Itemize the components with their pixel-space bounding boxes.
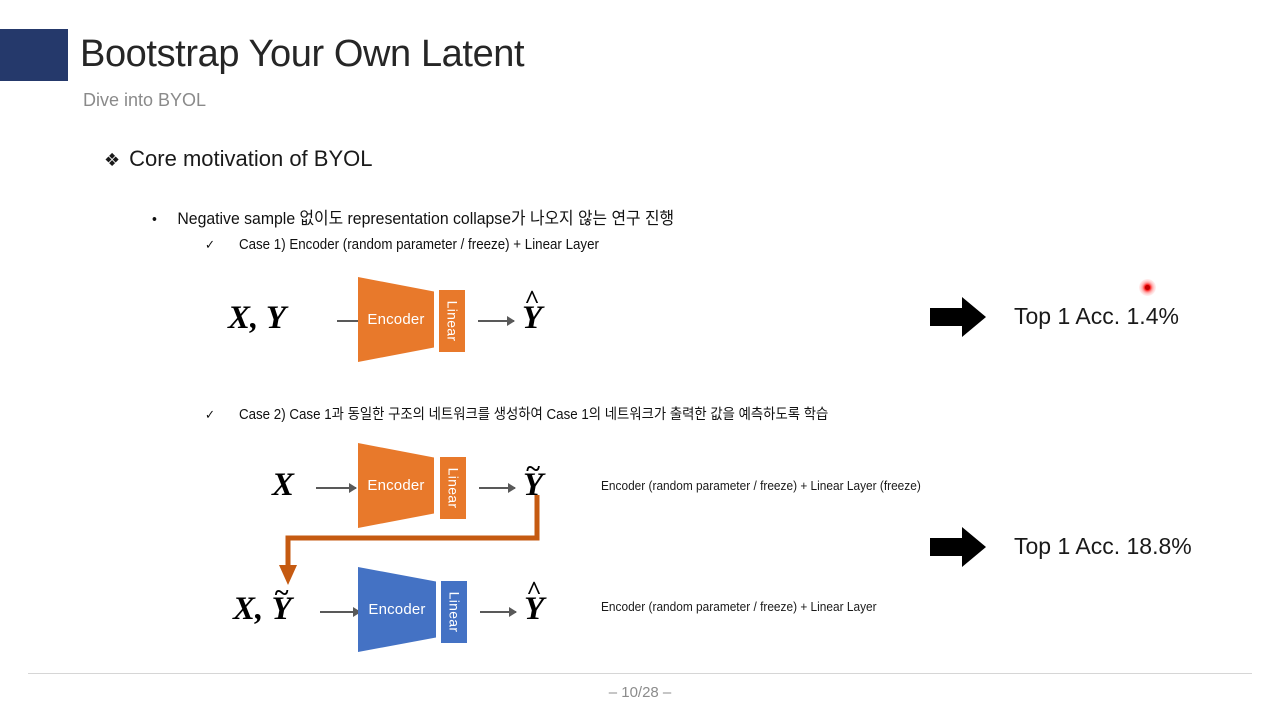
tilde-accent-icon: ~ — [526, 453, 540, 484]
bullet-item-negative-sample: • Negative sample 없이도 representation col… — [152, 204, 674, 229]
bullet-item-label: Negative sample 없이도 representation colla… — [177, 209, 675, 228]
result-case2-text: Top 1 Acc. 18.8% — [1014, 533, 1192, 559]
diagram-case2-teacher-input-label: X — [272, 467, 295, 503]
diagram-case2-teacher-arrow-input — [316, 487, 356, 489]
footer-divider — [28, 673, 1252, 674]
result-case1-arrow-icon — [930, 297, 986, 337]
diagram-case2-student-annotation: Encoder (random parameter / freeze) + Li… — [601, 600, 877, 614]
diagram-case1-encoder-label: Encoder — [367, 311, 425, 328]
diagram-case2-teacher-output-label: ~Y — [523, 453, 544, 503]
diamond-bullet-icon: ❖ — [104, 150, 121, 170]
diagram-case1-encoder: Encoder — [358, 277, 434, 362]
diagram-case1-arrow-input — [337, 320, 377, 322]
diagram-case2-student-linear-label: Linear — [446, 591, 462, 633]
result-case2-arrow-icon — [930, 527, 986, 567]
diagram-case2-teacher-arrow-output — [479, 487, 515, 489]
bullet-item-case2: ✓ Case 2) Case 1과 동일한 구조의 네트워크를 생성하여 Cas… — [205, 403, 828, 424]
diagram-case2-teacher-encoder: Encoder — [358, 443, 434, 528]
check-bullet-icon: ✓ — [205, 407, 216, 422]
diagram-case1-input-label: X, Y — [228, 300, 287, 336]
diagram-case2-teacher-annotation: Encoder (random parameter / freeze) + Li… — [601, 479, 921, 493]
case2-label: Case 2) Case 1과 동일한 구조의 네트워크를 생성하여 Case … — [238, 407, 829, 423]
feedback-connector — [275, 495, 565, 590]
diagram-case1-arrow-output — [478, 320, 514, 322]
section-heading-label: Core motivation of BYOL — [129, 146, 373, 171]
diagram-case1-linear: Linear — [439, 290, 465, 352]
page-subtitle: Dive into BYOL — [83, 90, 207, 110]
case1-label: Case 1) Encoder (random parameter / free… — [238, 237, 599, 253]
page-title: Bootstrap Your Own Latent — [80, 33, 525, 75]
check-bullet-icon: ✓ — [205, 237, 216, 252]
diagram-case2-student-arrow-input — [320, 611, 360, 613]
diagram-case1-output-label: ^Y — [522, 284, 543, 336]
bullet-item-case1: ✓ Case 1) Encoder (random parameter / fr… — [205, 237, 599, 253]
diagram-case2-student-arrow-output — [480, 611, 516, 613]
diagram-case2-student-encoder-label: Encoder — [368, 601, 426, 618]
section-heading: ❖ Core motivation of BYOL — [104, 146, 372, 172]
tilde-accent-icon: ~ — [274, 577, 289, 608]
result-case1-text: Top 1 Acc. 1.4% — [1014, 303, 1179, 329]
diagram-case2-student-encoder: Encoder — [358, 567, 436, 652]
diagram-case2-student-output-label: ^Y — [524, 575, 545, 627]
dot-bullet-icon: • — [152, 211, 157, 228]
hat-accent-icon: ^ — [524, 284, 540, 315]
diagram-case2-teacher-linear: Linear — [440, 457, 466, 519]
diagram-case1-linear-label: Linear — [444, 300, 460, 342]
diagram-case2-teacher-encoder-label: Encoder — [367, 477, 425, 494]
hat-accent-icon: ^ — [526, 575, 542, 606]
laser-pointer-dot-icon — [1139, 279, 1156, 296]
header-accent-block — [0, 29, 68, 81]
diagram-case2-student-linear: Linear — [441, 581, 467, 643]
page-indicator: – 10/28 – — [608, 684, 672, 701]
diagram-case2-student-input-label: X, ~Y — [233, 577, 292, 627]
